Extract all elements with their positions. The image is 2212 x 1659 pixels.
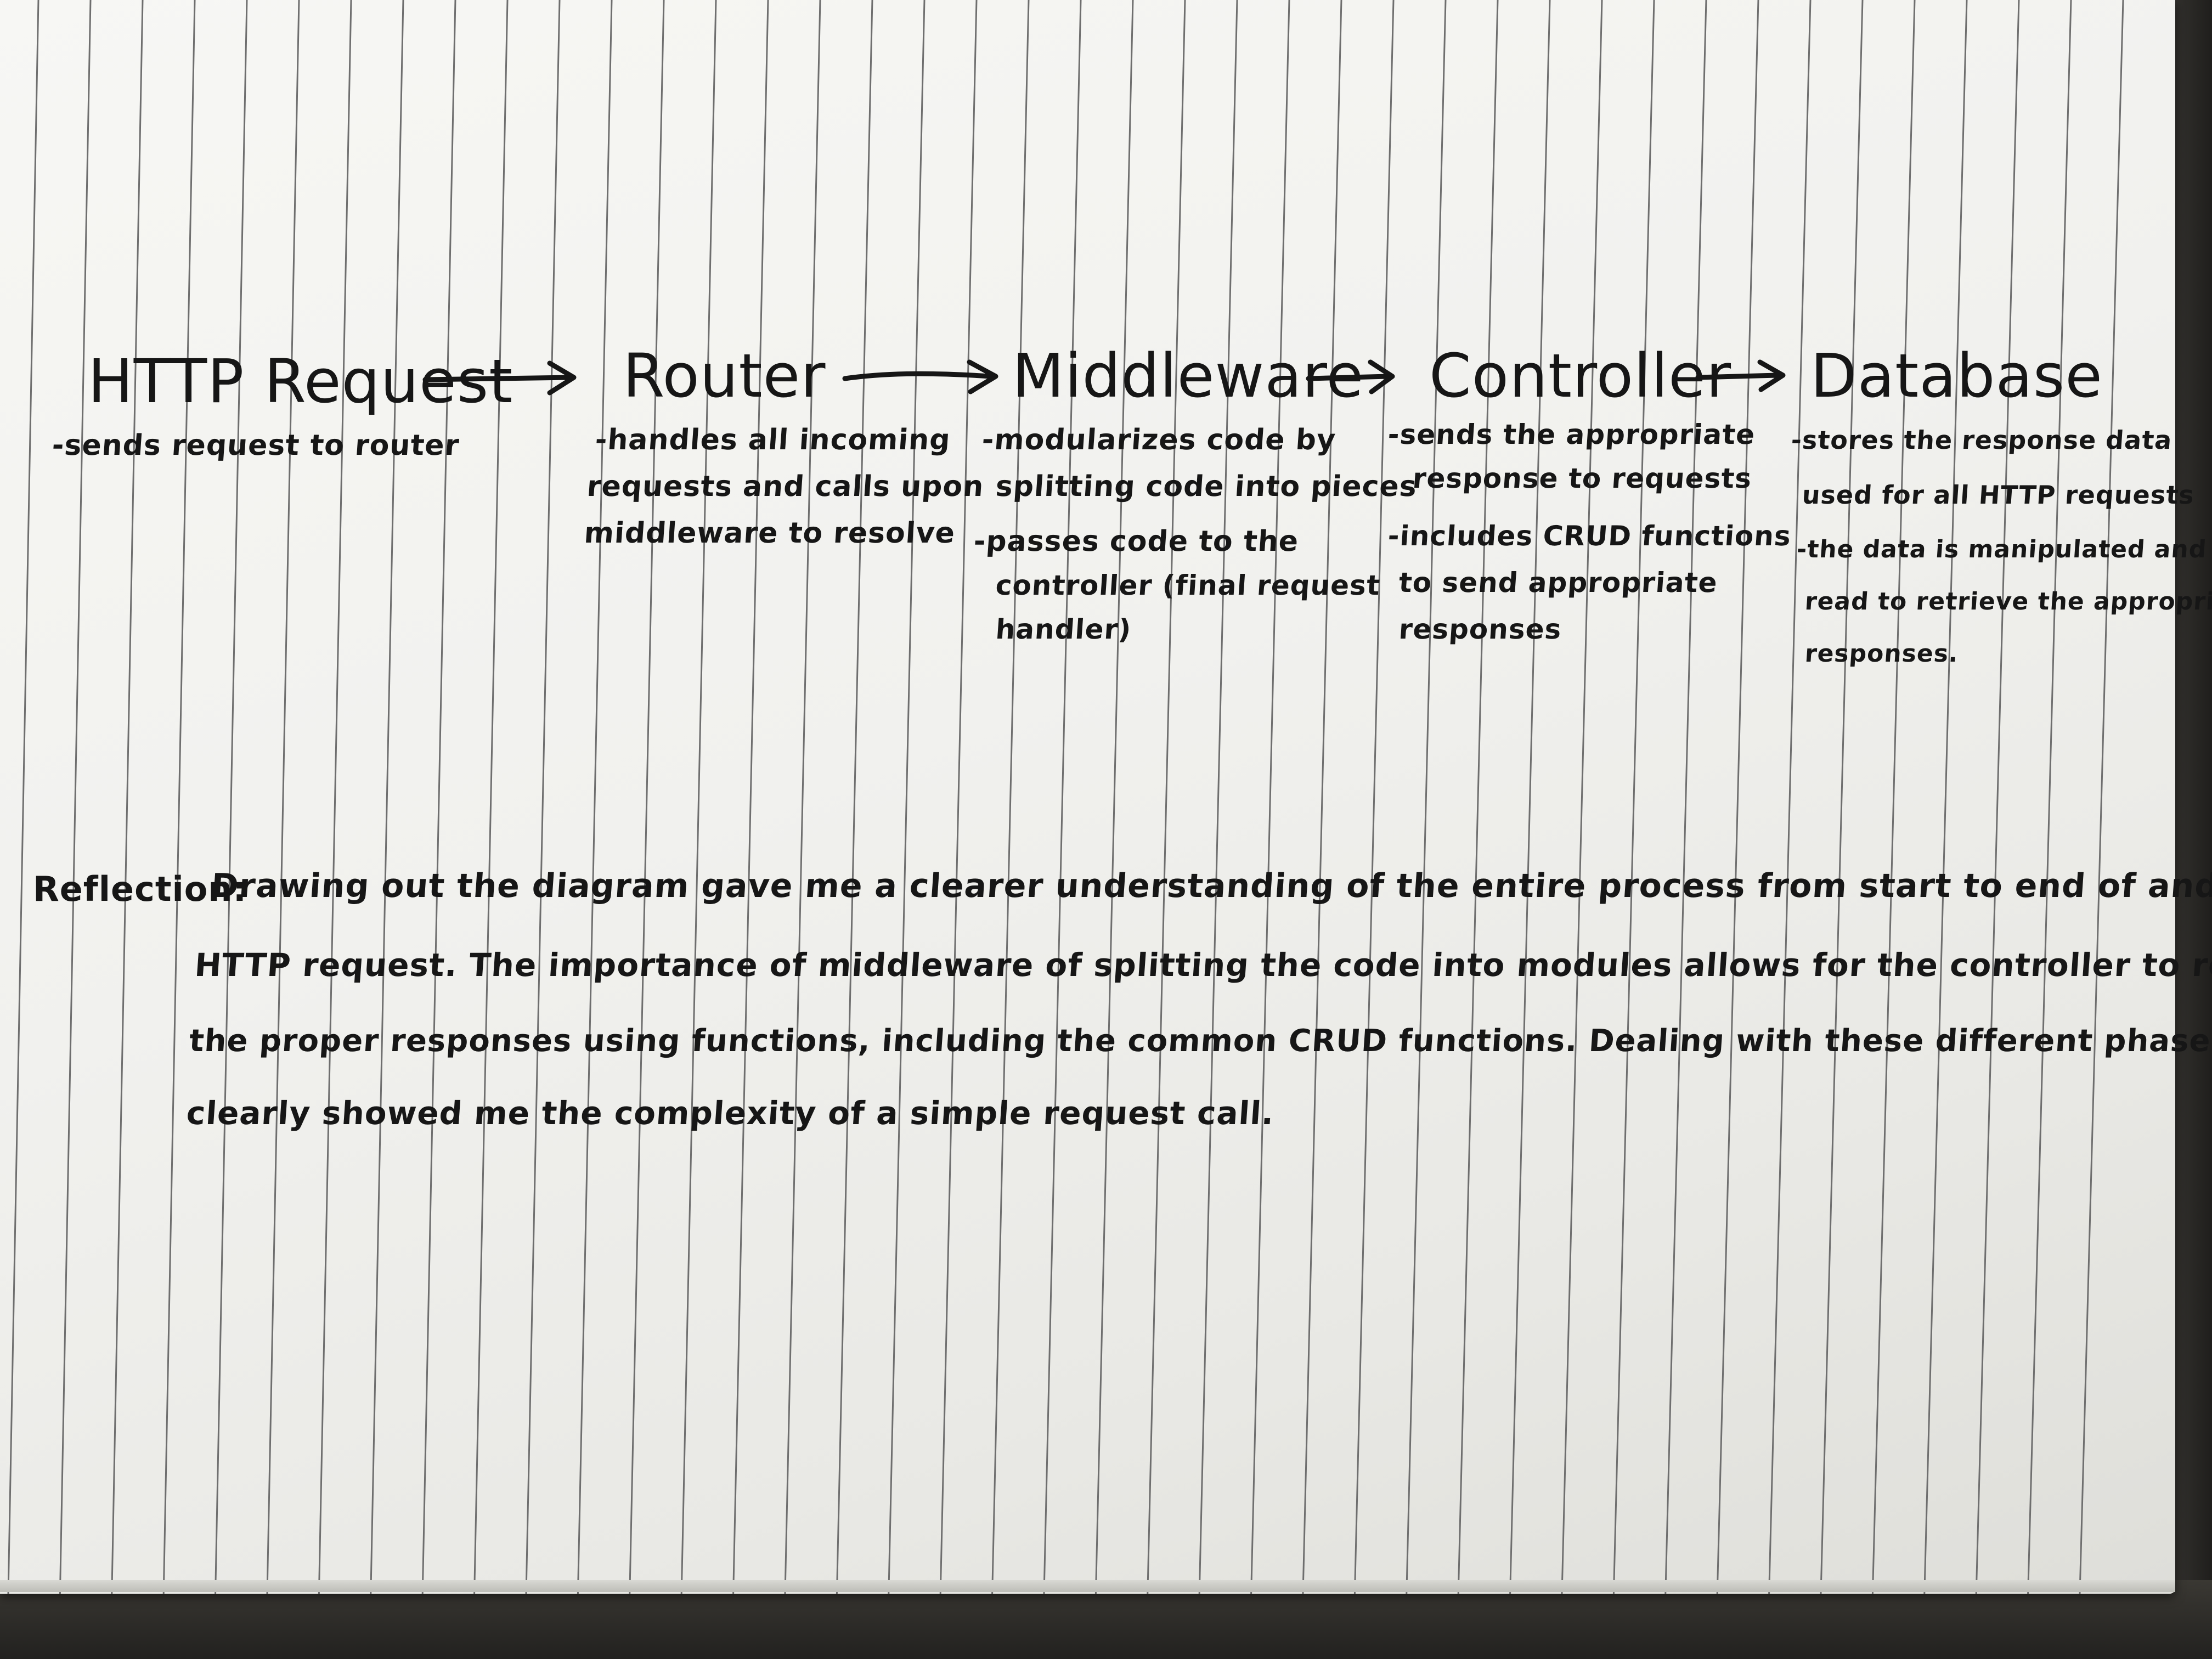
ruling-line: [2079, 0, 2124, 1594]
stage-title-controller: Controller: [1429, 341, 1732, 411]
ruling-line: [1923, 0, 1968, 1594]
note-line: handler): [994, 613, 1133, 645]
reflection-line: clearly showed me the complexity of a si…: [185, 1094, 1276, 1132]
page-ruling: [7, 0, 2124, 1594]
ruling-line: [1664, 0, 1707, 1594]
ruling-line: [1509, 0, 1551, 1594]
note-line: -the data is manipulated and: [1796, 535, 2208, 563]
page-edge: [0, 1580, 2175, 1592]
ruling-line: [7, 0, 40, 1594]
ruling-line: [370, 0, 404, 1594]
note-line: -modularizes code by: [980, 424, 1338, 456]
note-line: splitting code into pieces: [994, 470, 1418, 503]
note-line: read to retrieve the appropriate: [1804, 588, 2212, 616]
arrow-request-to-router: [422, 360, 577, 396]
ruling-line: [421, 0, 456, 1594]
notebook-page: HTTP Request Router Middleware Controlle…: [0, 0, 2212, 1594]
ruling-line: [215, 0, 248, 1594]
ruling-line: [1768, 0, 1812, 1594]
ruling-line: [1975, 0, 2020, 1594]
ruling-line: [1820, 0, 1864, 1594]
ruling-line: [525, 0, 561, 1594]
stage-title-router: Router: [623, 341, 826, 411]
note-line: -includes CRUD functions: [1386, 520, 1792, 552]
ruling-line: [1612, 0, 1655, 1594]
note-line: middleware to resolve: [583, 517, 957, 550]
ruling-line: [836, 0, 873, 1594]
note-line: to send appropriate: [1397, 567, 1719, 599]
ruling-line: [1094, 0, 1134, 1594]
ruling-line: [939, 0, 978, 1594]
note-line: used for all HTTP requests: [1801, 480, 2196, 510]
ruling-line: [577, 0, 613, 1594]
ruling-line: [2027, 0, 2072, 1594]
arrow-middleware-to-controller: [1306, 359, 1395, 394]
ruling-line: [1250, 0, 1290, 1594]
note-line: -handles all incoming: [594, 424, 952, 456]
note-line: -passes code to the: [972, 525, 1300, 558]
reflection-line: the proper responses using functions, in…: [188, 1023, 2212, 1059]
reflection-line: Drawing out the diagram gave me a cleare…: [210, 867, 2212, 905]
ruling-line: [1147, 0, 1186, 1594]
note-line: controller (final request: [994, 569, 1381, 601]
ruling-line: [1302, 0, 1342, 1594]
reflection-line: HTTP request. The importance of middlewa…: [193, 946, 2212, 984]
ruling-line: [1457, 0, 1499, 1594]
ruling-line: [888, 0, 926, 1594]
ruling-line: [1406, 0, 1447, 1594]
ruling-line: [266, 0, 300, 1594]
ruling-line: [1716, 0, 1759, 1594]
note-line: -stores the response data: [1790, 425, 2174, 455]
ruling-line: [732, 0, 769, 1594]
ruling-line: [111, 0, 144, 1594]
note-line: response to requests: [1411, 462, 1753, 494]
note-line: -sends the appropriate: [1386, 419, 1757, 450]
stage-title-middleware: Middleware: [1012, 341, 1364, 411]
ruling-line: [680, 0, 717, 1594]
note-line: requests and calls upon: [585, 470, 985, 503]
ruling-line: [473, 0, 509, 1594]
ruling-line: [1871, 0, 1916, 1594]
ruling-line: [1353, 0, 1395, 1594]
ruling-line: [162, 0, 196, 1594]
ruling-line: [1198, 0, 1238, 1594]
ruling-line: [784, 0, 821, 1594]
note-line: responses: [1397, 613, 1563, 645]
ruling-line: [318, 0, 352, 1594]
ruling-line: [59, 0, 92, 1594]
ruling-line: [1043, 0, 1082, 1594]
note-line: -sends request to router: [50, 429, 461, 462]
ruling-line: [629, 0, 665, 1594]
arrow-router-to-middleware: [842, 359, 998, 394]
ruling-line: [1561, 0, 1603, 1594]
note-line: responses.: [1804, 640, 1960, 668]
reflection-label: Reflection:: [33, 869, 247, 909]
arrow-controller-to-database: [1695, 359, 1786, 392]
ruling-line: [991, 0, 1030, 1594]
stage-title-database: Database: [1810, 341, 2103, 411]
